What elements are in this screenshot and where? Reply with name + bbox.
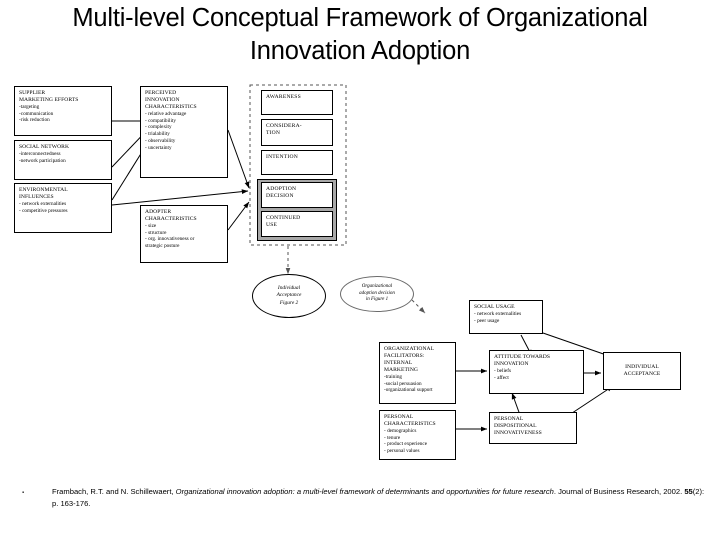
box-heading: PERSONAL DISPOSITIONAL INNOVATIVENESS (494, 416, 542, 436)
stage-awareness: AWARENESS (261, 90, 333, 115)
box-social-usage: SOCIAL USAGE - network externalities - p… (469, 300, 543, 334)
box-supplier-marketing-efforts: SUPPLIER MARKETING EFFORTS -targeting -c… (14, 86, 112, 136)
citation-authors: Frambach, R.T. and N. Schillewaert, (52, 487, 176, 496)
stage-label: ADOPTION DECISION (266, 186, 297, 200)
oval-organizational-adoption-decision: Organizational adoption decision in Figu… (340, 276, 414, 312)
citation-source: . Journal of Business Research, 2002. (553, 487, 685, 496)
box-heading: ORGANIZATIONAL FACILITATORS: INTERNAL MA… (384, 346, 435, 373)
box-items: - demographics - tenure - product experi… (384, 428, 428, 455)
box-items: -training -social persuasion -organizati… (384, 374, 433, 394)
box-heading: ENVIRONMENTAL INFLUENCES (19, 187, 68, 200)
box-perceived-innovation-characteristics: PERCEIVED INNOVATION CHARACTERISTICS - r… (140, 86, 228, 178)
box-heading: ADOPTER CHARACTERISTICS (145, 209, 197, 222)
oval-individual-acceptance: Individual Acceptance Figure 2 (252, 274, 326, 318)
page-title: Multi-level Conceptual Framework of Orga… (72, 4, 648, 65)
stage-label: CONTINUED USE (266, 215, 301, 229)
citation-work: Organizational innovation adoption: a mu… (175, 487, 554, 496)
box-items: - relative advantage - compatibility - c… (145, 111, 187, 151)
box-organizational-facilitators: ORGANIZATIONAL FACILITATORS: INTERNAL MA… (379, 342, 456, 404)
box-attitude-towards-innovation: ATTITUDE TOWARDS INNOVATION - beliefs - … (489, 350, 584, 394)
citation-volume: 55 (684, 487, 693, 496)
stage-label: AWARENESS (266, 94, 301, 100)
box-environmental-influences: ENVIRONMENTAL INFLUENCES - network exter… (14, 183, 112, 233)
box-heading: SOCIAL NETWORK (19, 144, 70, 150)
box-personal-dispositional-innovativeness: PERSONAL DISPOSITIONAL INNOVATIVENESS (489, 412, 577, 444)
box-items: - network externalities - peer usage (474, 311, 522, 324)
box-heading: INDIVIDUAL ACCEPTANCE (623, 364, 661, 377)
framework-diagram: SUPPLIER MARKETING EFFORTS -targeting -c… (0, 78, 720, 476)
stage-continued-use: CONTINUED USE (261, 211, 333, 237)
stage-label: INTENTION (266, 154, 298, 160)
stage-intention: INTENTION (261, 150, 333, 175)
box-heading: ATTITUDE TOWARDS INNOVATION (494, 354, 551, 367)
box-heading: SOCIAL USAGE (474, 304, 515, 310)
box-items: - beliefs - affect (494, 368, 512, 381)
stage-adoption-decision: ADOPTION DECISION (261, 182, 333, 208)
citation-text: Frambach, R.T. and N. Schillewaert, Orga… (52, 486, 712, 510)
stage-label: CONSIDERA- TION (266, 123, 302, 137)
citation: ▪ Frambach, R.T. and N. Schillewaert, Or… (22, 486, 712, 510)
box-personal-characteristics: PERSONAL CHARACTERISTICS - demographics … (379, 410, 456, 460)
box-items: - size - structure - org. innovativeness… (145, 223, 195, 250)
box-adopter-characteristics: ADOPTER CHARACTERISTICS - size - structu… (140, 205, 228, 263)
citation-issue: (2): p. 163-176. (52, 487, 705, 508)
box-items: -targeting -communication -risk reductio… (19, 104, 54, 124)
organizational-boundary (249, 84, 347, 246)
box-items: -interconnectedness -network participati… (19, 151, 66, 164)
box-heading: PERSONAL CHARACTERISTICS (384, 414, 436, 427)
bullet-icon: ▪ (22, 490, 25, 496)
box-social-network: SOCIAL NETWORK -interconnectedness -netw… (14, 140, 112, 180)
box-items: - network externalities - competitive pr… (19, 201, 68, 214)
box-heading: SUPPLIER MARKETING EFFORTS (19, 90, 79, 103)
box-heading: PERCEIVED INNOVATION CHARACTERISTICS (145, 90, 197, 110)
stage-consideration: CONSIDERA- TION (261, 119, 333, 146)
box-individual-acceptance-outcome: INDIVIDUAL ACCEPTANCE (603, 352, 681, 390)
